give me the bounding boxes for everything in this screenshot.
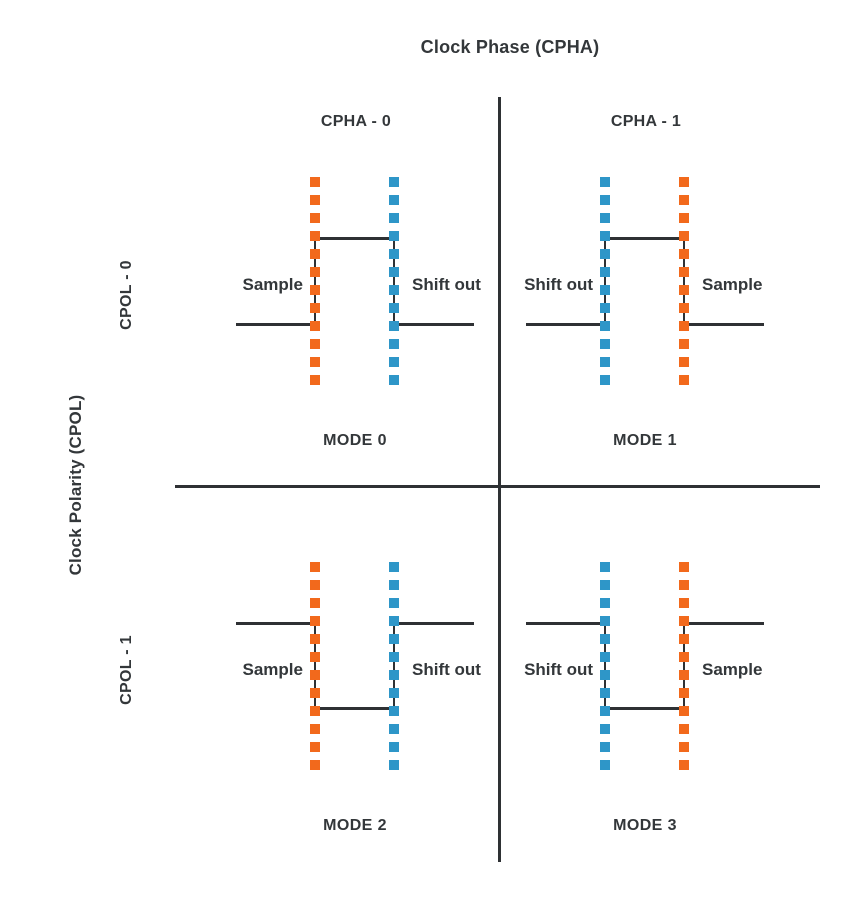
sample-label: Sample — [702, 275, 763, 294]
quadrant-mode-2: Sample Shift out MODE 2 — [236, 562, 481, 852]
column-header-cpha-0: CPHA - 0 — [320, 113, 392, 130]
quadrant-mode-1: Shift out Sample MODE 1 — [524, 177, 766, 467]
shift-out-label: Shift out — [524, 660, 593, 679]
horizontal-divider-line — [175, 485, 820, 488]
shift-edge-dashed-marker — [389, 562, 399, 775]
sample-edge-dashed-marker — [679, 177, 689, 390]
clock-high-segment — [236, 622, 316, 625]
sample-label: Sample — [702, 660, 763, 679]
quadrant-mode-3: Shift out Sample MODE 3 — [524, 562, 766, 852]
clock-high-segment — [526, 622, 606, 625]
clock-high-segment — [684, 622, 764, 625]
clock-low-segment — [605, 707, 685, 710]
clock-low-segment — [394, 323, 474, 326]
shift-out-label: Shift out — [524, 275, 593, 294]
sample-edge-dashed-marker — [310, 177, 320, 390]
sample-label: Sample — [242, 660, 303, 679]
sample-edge-dashed-marker — [679, 562, 689, 775]
row-header-cpol-0: CPOL - 0 — [118, 260, 135, 330]
sample-edge-dashed-marker — [310, 562, 320, 775]
clock-high-segment — [605, 237, 685, 240]
clock-low-segment — [526, 323, 606, 326]
diagram-side-title-clock-polarity: Clock Polarity (CPOL) — [66, 394, 85, 576]
mode-label: MODE 2 — [323, 817, 387, 834]
mode-label: MODE 0 — [323, 432, 387, 449]
shift-edge-dashed-marker — [389, 177, 399, 390]
mode-label: MODE 3 — [613, 817, 677, 834]
clock-high-segment — [315, 237, 395, 240]
clock-low-segment — [236, 323, 316, 326]
clock-low-segment — [684, 323, 764, 326]
shift-out-label: Shift out — [412, 275, 481, 294]
shift-edge-dashed-marker — [600, 562, 610, 775]
diagram-title-clock-phase: Clock Phase (CPHA) — [420, 37, 600, 57]
clock-low-segment — [315, 707, 395, 710]
mode-label: MODE 1 — [613, 432, 677, 449]
quadrant-mode-0: Sample Shift out MODE 0 — [236, 177, 481, 467]
clock-high-segment — [394, 622, 474, 625]
shift-out-label: Shift out — [412, 660, 481, 679]
sample-label: Sample — [242, 275, 303, 294]
row-header-cpol-1: CPOL - 1 — [118, 635, 135, 705]
vertical-divider-line — [498, 97, 501, 862]
shift-edge-dashed-marker — [600, 177, 610, 390]
column-header-cpha-1: CPHA - 1 — [610, 113, 682, 130]
